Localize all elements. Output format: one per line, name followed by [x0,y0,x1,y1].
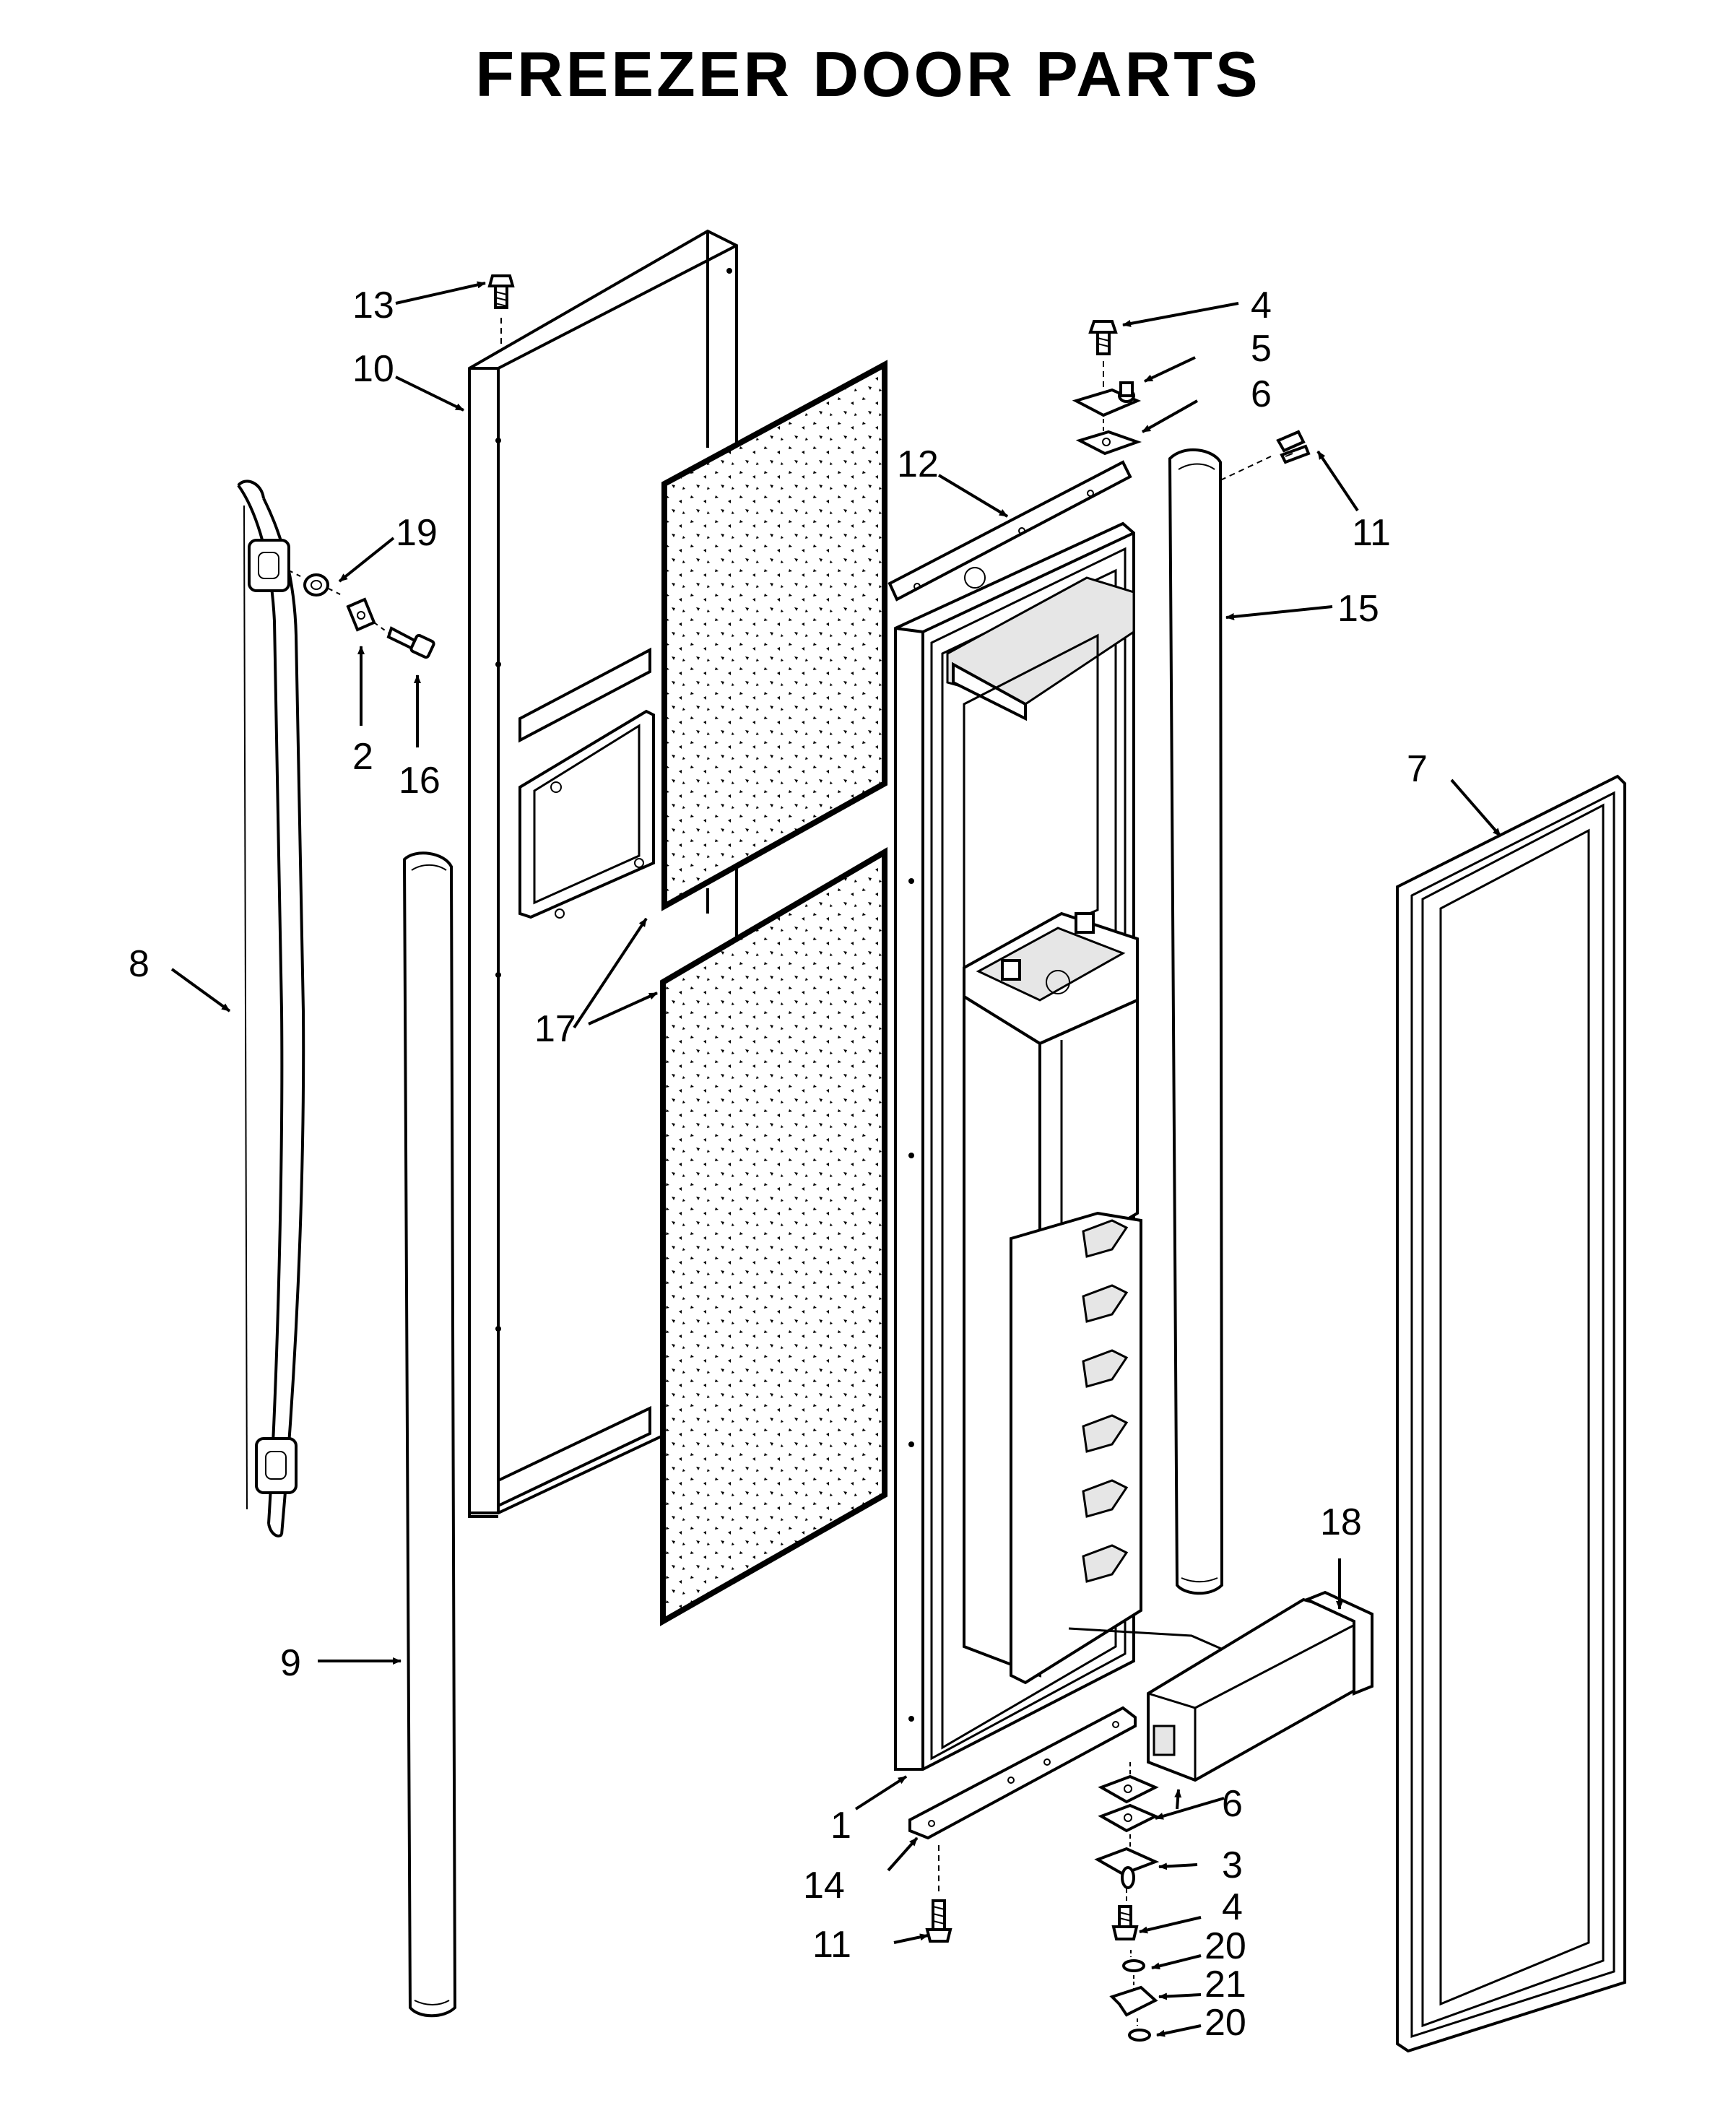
door-handle-part-8 [237,480,305,1537]
callout-4-bottom: 4 [1222,1886,1243,1928]
callout-20-lower: 20 [1205,2002,1246,2044]
callout-17: 17 [534,1008,576,1050]
callout-6-top: 6 [1251,373,1272,415]
callout-labels: 13 10 8 19 2 16 17 9 12 4 5 6 11 15 7 18… [129,285,1428,2044]
callout-13: 13 [352,285,394,326]
screw-part-11-top [1220,430,1311,481]
trim-strip-part-9 [402,851,457,2018]
bottom-bracket-part-14 [908,1706,1137,1840]
callout-18: 18 [1320,1501,1362,1543]
screw-part-13 [487,274,515,347]
callout-7: 7 [1407,748,1428,790]
top-bracket-part-12 [887,460,1132,602]
callout-6-bottom: 6 [1222,1783,1243,1825]
page-title: FREEZER DOOR PARTS [475,38,1261,110]
callout-3: 3 [1222,1844,1243,1886]
callout-21: 21 [1205,1964,1246,2005]
handle-hardware [288,570,435,659]
callout-10: 10 [352,348,394,390]
bottom-hinge-hardware [1094,1762,1160,2042]
insulation-panels-part-17 [660,360,887,1626]
leader-arrows [170,281,1502,2037]
callout-16: 16 [399,760,440,802]
callout-20-upper: 20 [1205,1925,1246,1967]
callout-5: 5 [1251,328,1272,370]
callout-12: 12 [897,443,939,485]
callout-2: 2 [352,736,373,778]
callout-19: 19 [396,512,438,554]
callout-11-bottom: 11 [812,1924,851,1966]
callout-11-top: 11 [1352,512,1391,554]
door-gasket-part-7 [1396,774,1626,2053]
door-panel-part-1 [894,521,1253,1771]
top-hinge-hardware [1072,320,1142,456]
screw-part-11-bottom [925,1845,952,1943]
callout-4-top: 4 [1251,285,1272,326]
callout-9: 9 [280,1642,301,1684]
callout-8: 8 [129,943,149,985]
callout-15: 15 [1337,588,1379,630]
trim-strip-part-15 [1168,448,1224,1595]
callout-14: 14 [803,1865,845,1907]
door-bin-part-18 [1147,1590,1373,1782]
callout-1: 1 [830,1805,851,1847]
